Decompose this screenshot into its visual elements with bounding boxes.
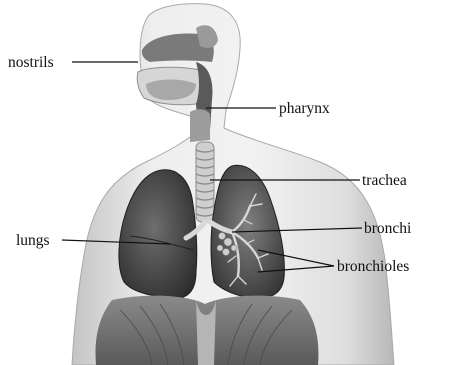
label-trachea: trachea xyxy=(362,172,407,189)
label-pharynx: pharynx xyxy=(279,100,330,117)
larynx xyxy=(190,109,210,142)
label-nostrils: nostrils xyxy=(8,54,54,71)
label-bronchioles: bronchioles xyxy=(337,258,409,275)
label-lungs: lungs xyxy=(16,232,50,249)
label-bronchi: bronchi xyxy=(364,220,412,237)
trachea-tube xyxy=(196,142,214,222)
